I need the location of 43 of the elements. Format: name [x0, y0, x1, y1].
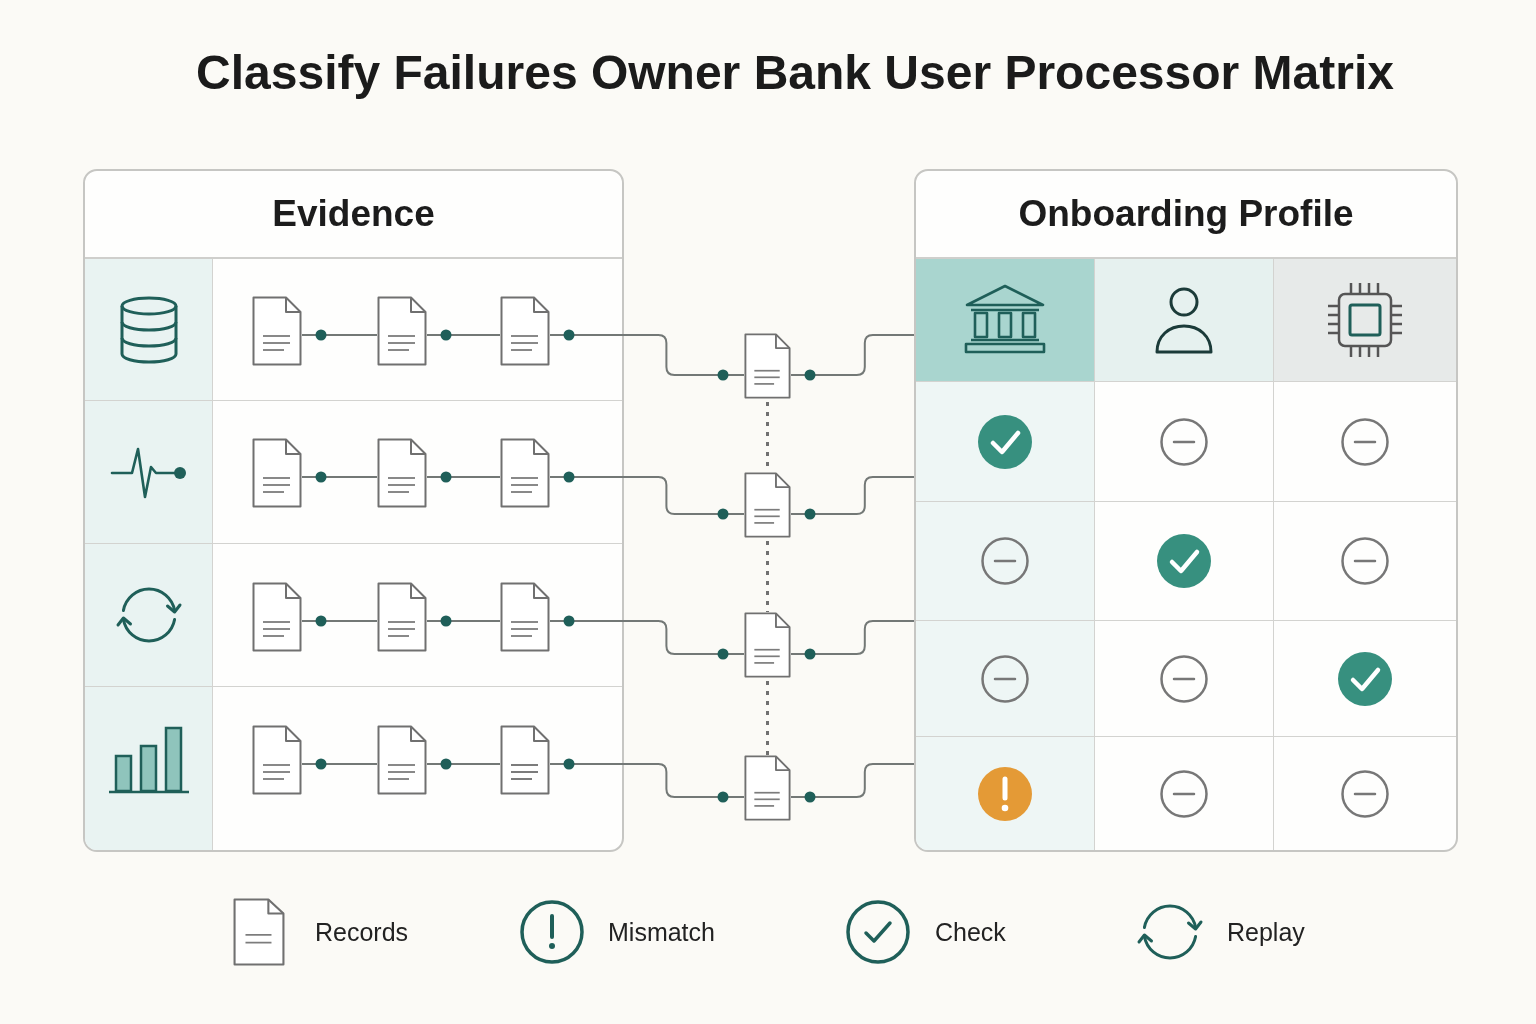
document-icon	[252, 438, 302, 508]
connector-line	[301, 758, 378, 770]
document-icon	[252, 725, 302, 795]
document-icon	[744, 612, 791, 678]
connector-line	[426, 471, 501, 483]
connector-line	[790, 620, 915, 660]
document-icon	[377, 582, 427, 652]
connector-line	[301, 471, 378, 483]
document-icon	[252, 296, 302, 366]
connector-line	[426, 615, 501, 627]
dotted-connector	[766, 538, 769, 612]
document-icon	[377, 296, 427, 366]
legend-label: Records	[315, 917, 409, 947]
legend-label: Replay	[1227, 917, 1305, 947]
connector-line	[426, 329, 501, 341]
legend-label: Check	[935, 917, 1006, 947]
document-icon	[500, 725, 550, 795]
panel-title: Onboarding Profile	[1018, 193, 1354, 235]
connector-line	[426, 758, 501, 770]
connector-line	[549, 471, 745, 520]
connector-line	[301, 329, 378, 341]
connector-line	[549, 615, 745, 660]
connector-line	[790, 763, 915, 803]
connector-line	[549, 329, 745, 381]
diagram-title: Classify Failures Owner Bank User Processor Matrix	[195, 45, 1395, 101]
panel	[914, 169, 1458, 852]
document-icon	[744, 472, 791, 538]
panel-title: Evidence	[272, 193, 435, 235]
connector-line	[790, 476, 915, 520]
panel	[83, 169, 624, 852]
document-icon	[744, 333, 791, 399]
legend-label: Mismatch	[608, 917, 715, 947]
dotted-connector	[766, 678, 769, 755]
connector-line	[549, 758, 745, 803]
document-icon	[500, 582, 550, 652]
document-icon	[744, 755, 791, 821]
connector-line	[790, 334, 915, 381]
document-icon	[500, 296, 550, 366]
document-icon	[377, 438, 427, 508]
document-icon	[500, 438, 550, 508]
document-icon	[377, 725, 427, 795]
connector-line	[301, 615, 378, 627]
document-icon	[252, 582, 302, 652]
